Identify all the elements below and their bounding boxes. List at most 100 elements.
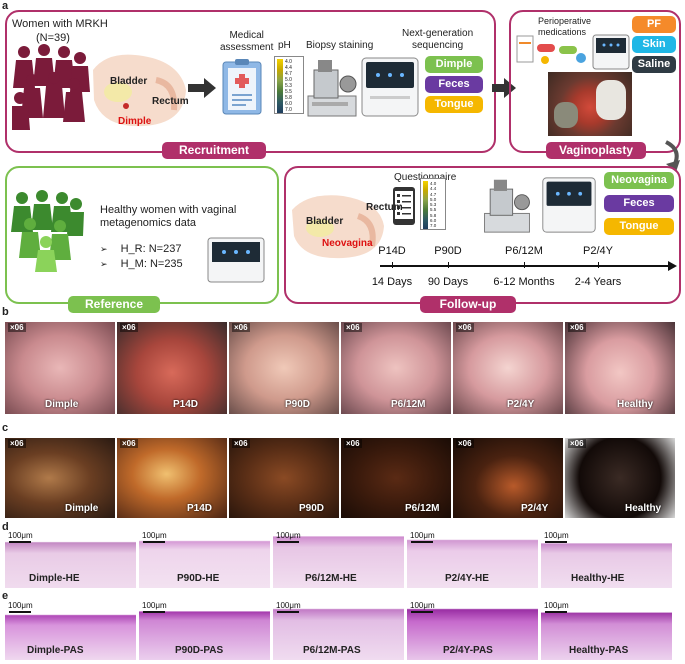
bladder-label-2: Bladder bbox=[306, 216, 344, 227]
pelvic-anatomy-illustration bbox=[93, 54, 186, 127]
magnification-label: ×06 bbox=[120, 439, 138, 448]
reference-text: Healthy women with vaginal metagenomics … bbox=[100, 204, 237, 229]
duration-label: 6-12 Months bbox=[493, 276, 555, 288]
scale-bar bbox=[411, 611, 433, 613]
photo-caption: P14D bbox=[173, 399, 199, 410]
ph-value: 4.0 bbox=[285, 59, 292, 65]
photo-caption: P6/12M bbox=[405, 503, 440, 514]
scale-bar bbox=[545, 611, 567, 613]
recruitment-title: Women with MRKH bbox=[12, 18, 108, 30]
vaginoplasty-label: Vaginoplasty bbox=[546, 142, 646, 159]
sequencer-icon-3 bbox=[207, 237, 265, 283]
ph-value: 4.0 bbox=[430, 181, 437, 186]
panel-letter-d: d bbox=[2, 521, 9, 533]
dimple-label: Dimple bbox=[118, 116, 152, 127]
reference-item-hm: ➢ H_M: N=235 bbox=[100, 258, 183, 270]
scale-bar-label: 100μm bbox=[142, 531, 167, 540]
bullet-arrow-icon: ➢ bbox=[100, 244, 108, 254]
rectum-label: Rectum bbox=[152, 96, 189, 107]
ph-value: 4.7 bbox=[430, 191, 437, 197]
pills-icon bbox=[516, 35, 586, 64]
scale-bar bbox=[277, 541, 299, 543]
tag-tongue: Tongue bbox=[425, 96, 483, 113]
ph-value: 6.0 bbox=[430, 218, 437, 224]
tag-pf: PF bbox=[632, 16, 676, 33]
magnification-label: ×06 bbox=[232, 323, 250, 332]
arrow-icon bbox=[188, 78, 216, 98]
photo-caption: P90D bbox=[299, 503, 325, 514]
panel-letter-b: b bbox=[2, 306, 9, 318]
timepoint-label: P90D bbox=[434, 245, 462, 257]
timeline-tick bbox=[392, 262, 393, 268]
magnification-label: ×06 bbox=[232, 439, 250, 448]
magnification-label: ×06 bbox=[456, 439, 474, 448]
scale-bar bbox=[411, 541, 433, 543]
ph-value: 5.0 bbox=[430, 196, 437, 202]
reference-item-hm-text: H_M: N=235 bbox=[120, 258, 183, 270]
histology-caption: P2/4Y-HE bbox=[445, 573, 489, 584]
tag-feces: Feces bbox=[425, 76, 483, 93]
histology-caption: P6/12M-PAS bbox=[303, 645, 361, 656]
ph-value: 5.8 bbox=[285, 95, 292, 101]
neovagina-label: Neovagina bbox=[322, 238, 373, 249]
magnification-label: ×06 bbox=[568, 439, 586, 448]
photo-caption: P90D bbox=[285, 399, 311, 410]
timeline-tick bbox=[448, 262, 449, 268]
scale-bar bbox=[143, 611, 165, 613]
histology-caption: Dimple-HE bbox=[29, 573, 80, 584]
histology-caption: P90D-HE bbox=[177, 573, 220, 584]
histology-caption: Healthy-PAS bbox=[569, 645, 629, 656]
histology-caption: Dimple-PAS bbox=[27, 645, 84, 656]
microtome-icon-2 bbox=[484, 179, 530, 233]
magnification-label: ×06 bbox=[456, 323, 474, 332]
scale-bar-label: 100μm bbox=[276, 601, 301, 610]
timepoint-label: P14D bbox=[378, 245, 406, 257]
scale-bar bbox=[9, 611, 31, 613]
scale-bar-label: 100μm bbox=[410, 601, 435, 610]
phone-questionnaire-icon bbox=[393, 187, 415, 225]
photo-caption: Healthy bbox=[617, 399, 654, 410]
histology-caption: P90D-PAS bbox=[175, 645, 224, 656]
timeline-tick bbox=[598, 262, 599, 268]
pelvic-anatomy-illustration-2 bbox=[292, 195, 384, 259]
magnification-label: ×06 bbox=[120, 323, 138, 332]
ph-value: 4.4 bbox=[430, 186, 437, 192]
duration-label: 2-4 Years bbox=[574, 276, 622, 288]
panel-letter-a: a bbox=[2, 0, 9, 12]
reference-label: Reference bbox=[68, 296, 160, 313]
bullet-arrow-icon-2: ➢ bbox=[100, 259, 108, 269]
reference-item-hr-text: H_R: N=237 bbox=[120, 243, 182, 255]
tag-skin: Skin bbox=[632, 36, 676, 53]
panel-letter-e: e bbox=[2, 590, 9, 602]
photo-caption: P2/4Y bbox=[507, 399, 535, 410]
rectum-label-2: Rectum bbox=[366, 202, 403, 213]
healthy-women-icon bbox=[11, 190, 84, 272]
ngs-label: Next-generation sequencing bbox=[402, 28, 474, 51]
tag-neovagina: Neovagina bbox=[604, 172, 674, 189]
sequencer-icon bbox=[361, 57, 419, 117]
photo-caption: P14D bbox=[187, 503, 213, 514]
sequencer-icon-4 bbox=[542, 177, 596, 233]
photo-caption: P2/4Y bbox=[521, 503, 549, 514]
ph-value: 7.0 bbox=[430, 223, 437, 229]
surgery-photo bbox=[548, 72, 632, 136]
tag-dimple: Dimple bbox=[425, 56, 483, 73]
tag-feces-2: Feces bbox=[604, 195, 674, 212]
timeline-tick bbox=[524, 262, 525, 268]
ph-value: 4.7 bbox=[285, 71, 292, 77]
scale-bar-label: 100μm bbox=[544, 531, 569, 540]
sequencer-icon-2 bbox=[592, 34, 630, 70]
histology-caption: P2/4Y-PAS bbox=[443, 645, 493, 656]
